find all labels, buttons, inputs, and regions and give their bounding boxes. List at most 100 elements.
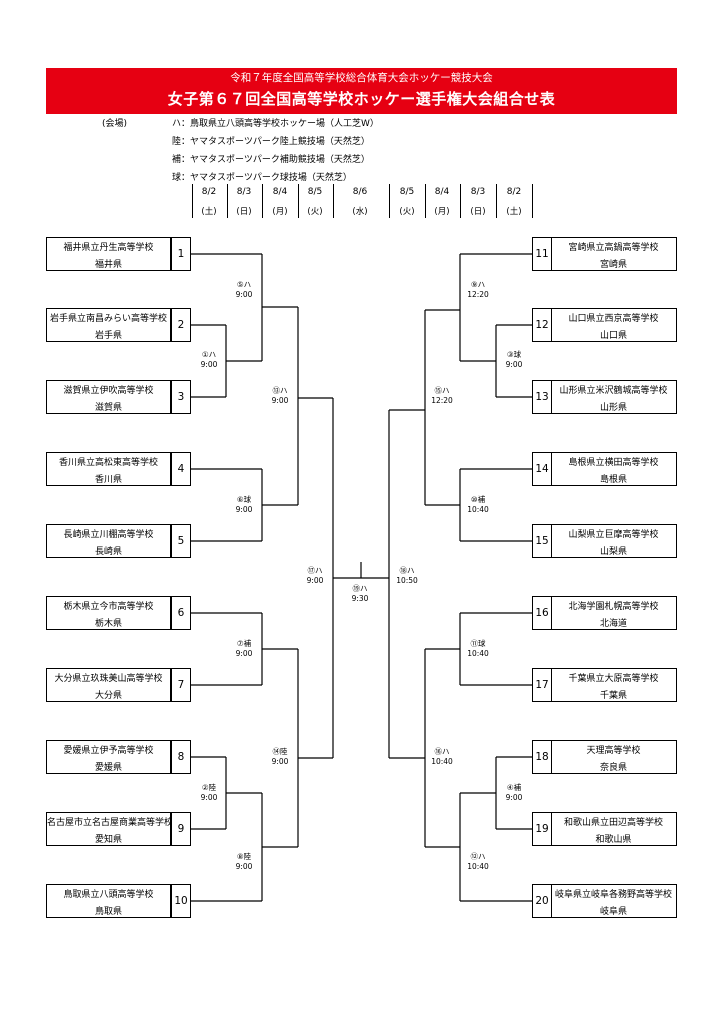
team-entry: 岐阜県立岐阜各務野高等学校岐阜県	[550, 884, 677, 918]
venue-item: ハ：鳥取県立八頭高等学校ホッケー場（人工芝W）	[172, 119, 379, 129]
match-venue: ③球	[506, 350, 522, 359]
tournament-subtitle: 令和７年度全国高等学校総合体育大会ホッケー競技大会	[230, 72, 493, 84]
team-school: 香川県立高松東高等学校	[58, 458, 158, 468]
match-venue: ⑯ハ	[434, 747, 450, 756]
team-school: 長崎県立川棚高等学校	[63, 530, 154, 540]
match-venue: ④補	[506, 783, 522, 792]
team-number: 11	[532, 237, 552, 271]
schedule-divider	[262, 184, 263, 218]
schedule-day: (火)	[307, 207, 323, 217]
match-time: 10:40	[467, 505, 489, 514]
match-time: 9:00	[200, 360, 218, 369]
team-school: 栃木県立今市高等学校	[63, 602, 154, 612]
match-venue: ⑪球	[470, 639, 486, 648]
match-venue: ⑰ハ	[307, 566, 323, 575]
team-prefecture: 香川県	[94, 475, 122, 485]
team-school: 山梨県立巨摩高等学校	[568, 530, 659, 540]
match-time: 9:00	[271, 396, 289, 405]
schedule-date: 8/5	[307, 187, 323, 197]
team-prefecture: 愛媛県	[94, 763, 122, 773]
team-prefecture: 山口県	[599, 331, 627, 341]
match-time: 9:00	[271, 757, 289, 766]
team-entry: 名古屋市立名古屋商業高等学校愛知県	[46, 812, 173, 846]
match-venue: ①ハ	[201, 350, 217, 359]
team-number: 4	[171, 452, 191, 486]
team-school: 鳥取県立八頭高等学校	[63, 890, 154, 900]
match-venue: ⑧陸	[236, 852, 252, 861]
team-number: 19	[532, 812, 552, 846]
team-entry: 山梨県立巨摩高等学校山梨県	[550, 524, 677, 558]
venue-item: 補：ヤマタスポーツパーク補助競技場（天然芝）	[172, 155, 370, 165]
schedule-divider	[532, 184, 533, 218]
team-prefecture: 山形県	[599, 403, 627, 413]
match-venue: ⑤ハ	[236, 280, 252, 289]
team-prefecture: 滋賀県	[94, 403, 122, 413]
team-entry: 栃木県立今市高等学校栃木県	[46, 596, 171, 630]
team-school: 和歌山県立田辺高等学校	[563, 818, 663, 828]
team-entry: 和歌山県立田辺高等学校和歌山県	[550, 812, 677, 846]
team-school: 山形県立米沢鶴城高等学校	[559, 386, 668, 396]
venue-item: 球：ヤマタスポーツパーク球技場（天然芝）	[172, 173, 352, 183]
team-school: 福井県立丹生高等学校	[63, 243, 154, 253]
match-time: 9:00	[235, 505, 253, 514]
team-number: 6	[171, 596, 191, 630]
venue-label: (会場)	[102, 119, 128, 129]
match-venue: ⑭陸	[272, 747, 288, 756]
team-prefecture: 愛知県	[94, 835, 122, 845]
schedule-date: 8/4	[434, 187, 450, 197]
schedule-day: (土)	[201, 207, 217, 217]
schedule-divider	[460, 184, 461, 218]
match-time: 10:40	[467, 862, 489, 871]
team-prefecture: 山梨県	[599, 547, 627, 557]
team-school: 岐阜県立岐阜各務野高等学校	[554, 890, 672, 900]
team-school: 愛媛県立伊予高等学校	[63, 746, 154, 756]
team-entry: 長崎県立川棚高等学校長崎県	[46, 524, 171, 558]
schedule-date: 8/4	[272, 187, 288, 197]
schedule-date: 8/3	[470, 187, 486, 197]
team-number: 1	[171, 237, 191, 271]
schedule-divider	[227, 184, 228, 218]
team-prefecture: 鳥取県	[94, 907, 122, 917]
team-school: 天理高等学校	[586, 746, 641, 756]
team-prefecture: 岩手県	[94, 331, 122, 341]
match-venue: ⑲ハ	[352, 584, 368, 593]
match-time: 9:00	[505, 793, 523, 802]
venue-item: 陸：ヤマタスポーツパーク陸上競技場（天然芝）	[172, 137, 370, 147]
schedule-divider	[192, 184, 193, 218]
team-number: 5	[171, 524, 191, 558]
team-number: 16	[532, 596, 552, 630]
team-prefecture: 島根県	[599, 475, 627, 485]
team-entry: 島根県立横田高等学校島根県	[550, 452, 677, 486]
team-number: 18	[532, 740, 552, 774]
schedule-divider	[333, 184, 334, 218]
team-prefecture: 千葉県	[599, 691, 627, 701]
team-entry: 滋賀県立伊吹高等学校滋賀県	[46, 380, 171, 414]
team-number: 20	[532, 884, 552, 918]
team-prefecture: 宮崎県	[599, 260, 627, 270]
schedule-day: (月)	[434, 207, 450, 217]
team-prefecture: 大分県	[94, 691, 122, 701]
team-entry: 宮崎県立高鍋高等学校宮崎県	[550, 237, 677, 271]
team-entry: 香川県立高松東高等学校香川県	[46, 452, 171, 486]
match-time: 9:00	[505, 360, 523, 369]
team-entry: 天理高等学校奈良県	[550, 740, 677, 774]
match-venue: ②陸	[201, 783, 217, 792]
team-number: 17	[532, 668, 552, 702]
match-time: 9:30	[351, 594, 369, 603]
match-venue: ⑬ハ	[272, 386, 288, 395]
team-number: 3	[171, 380, 191, 414]
match-venue: ⑨ハ	[470, 280, 486, 289]
schedule-date: 8/6	[352, 187, 368, 197]
